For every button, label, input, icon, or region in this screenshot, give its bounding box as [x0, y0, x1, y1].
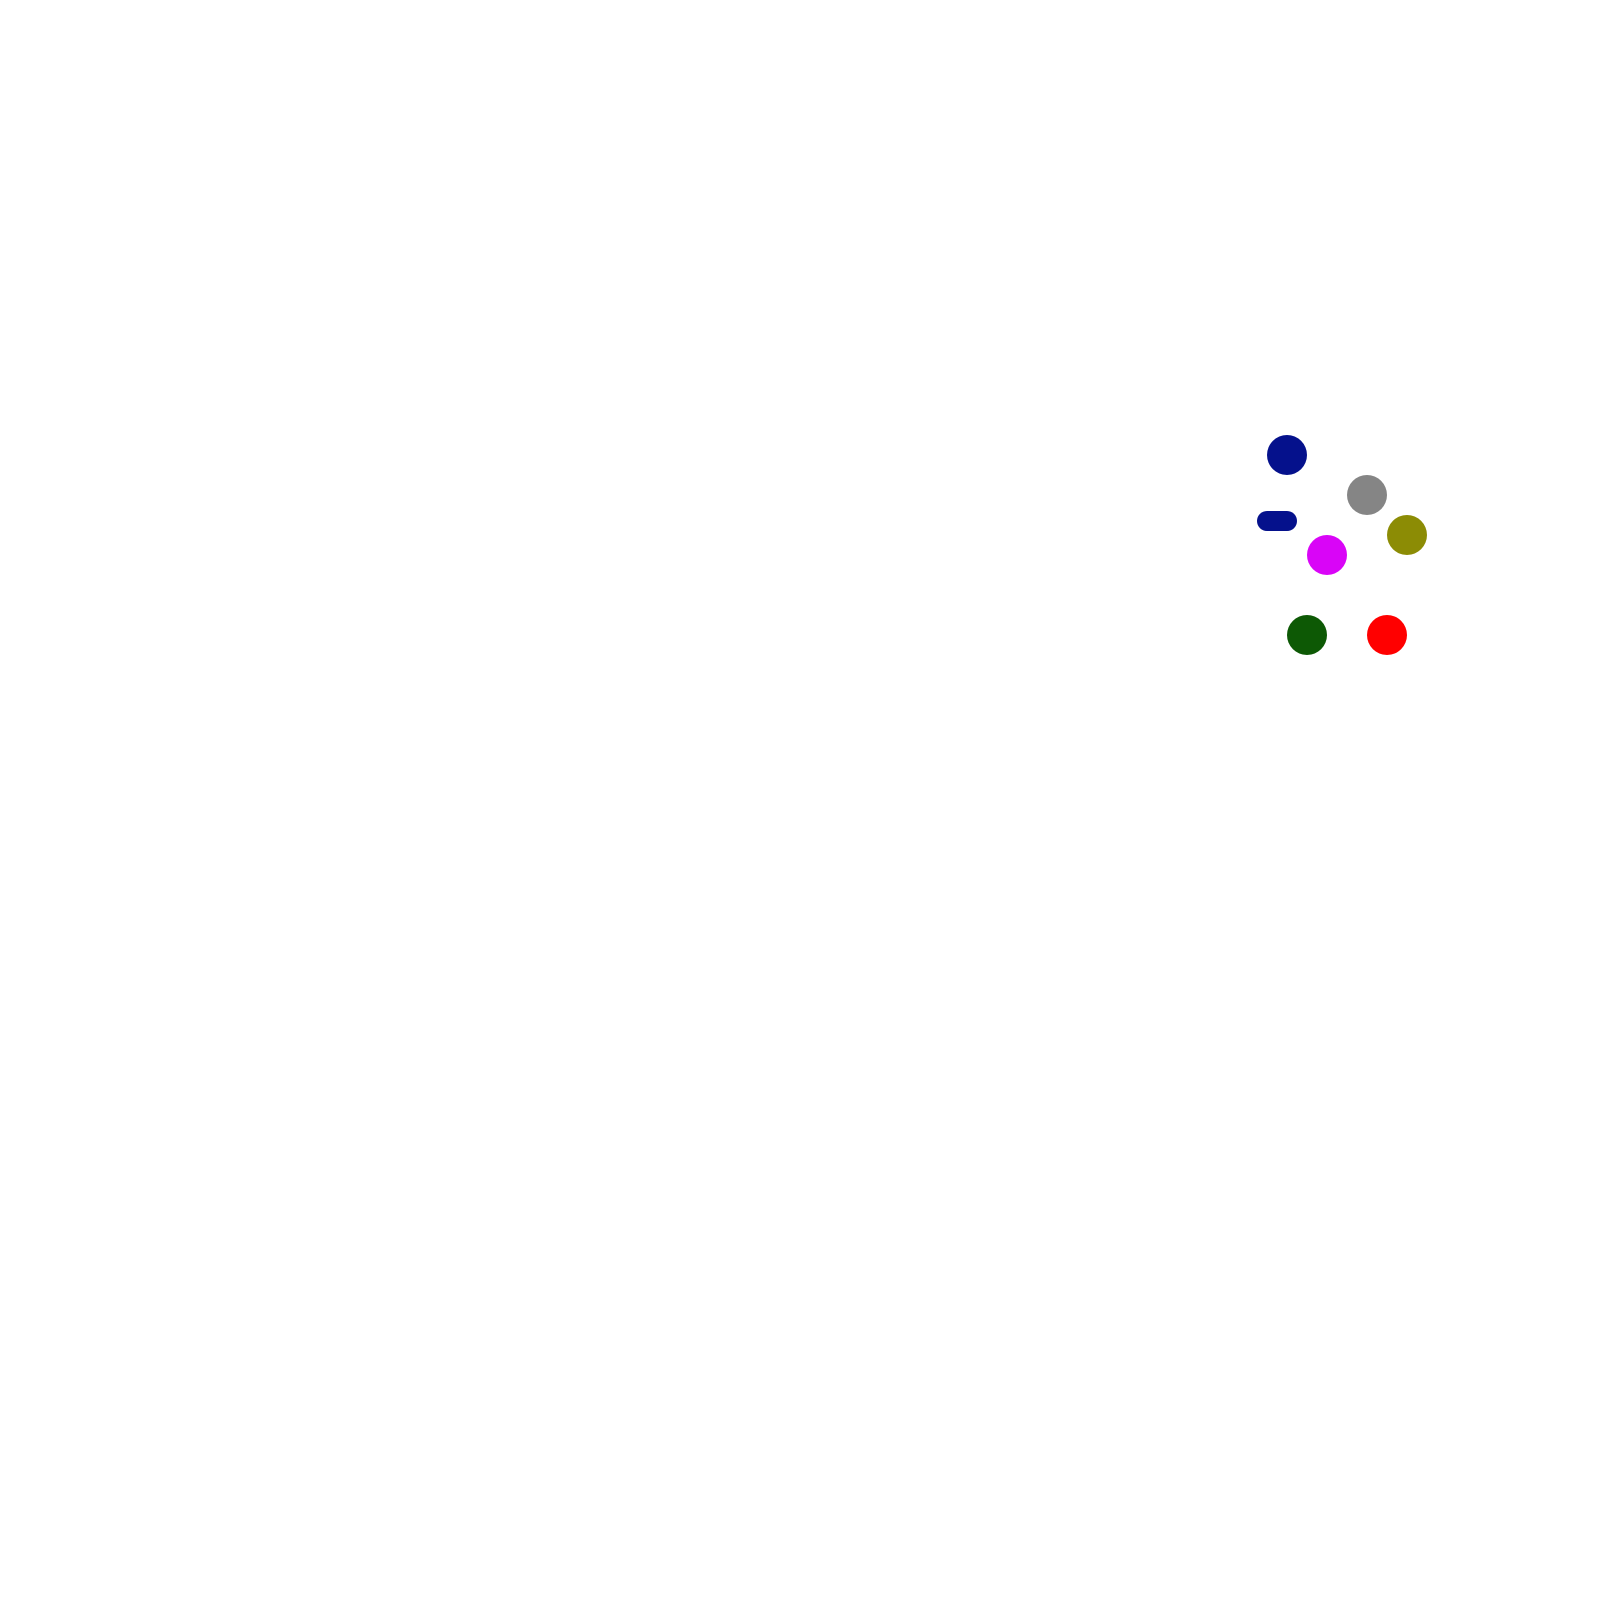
olive-circle-token[interactable]	[1387, 515, 1427, 555]
dark-green-circle-token[interactable]	[1287, 615, 1327, 655]
red-circle-token[interactable]	[1367, 615, 1407, 655]
magenta-circle-token[interactable]	[1307, 535, 1347, 575]
gray-circle-token[interactable]	[1347, 475, 1387, 515]
navy-circle-token[interactable]	[1267, 435, 1307, 475]
navy-pill-token[interactable]	[1257, 511, 1297, 531]
